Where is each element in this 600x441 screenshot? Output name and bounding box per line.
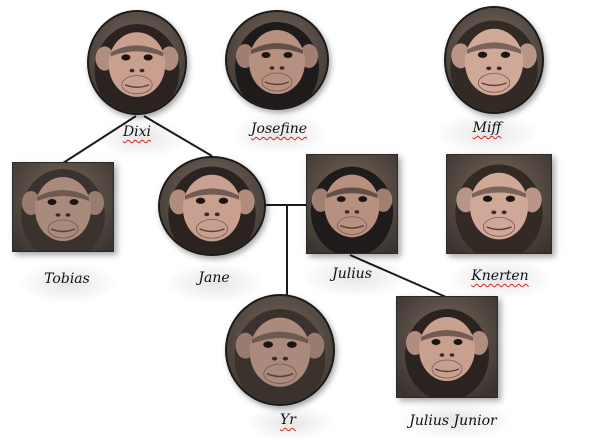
portrait-josefine: [225, 10, 329, 110]
label-shadow: [245, 405, 335, 441]
label-shadow: [18, 262, 118, 304]
line-julius-juniorl: [349, 254, 447, 298]
name-knerten: Knerten: [471, 268, 529, 284]
line-dixi-jane: [143, 115, 213, 157]
portrait-yr: [225, 294, 335, 406]
portrait-miff: [444, 6, 544, 114]
portrait-julius-junior: [396, 296, 498, 398]
portrait-tobias: [12, 162, 114, 252]
label-shadow: [230, 113, 330, 155]
label-shadow: [95, 118, 190, 158]
name-josefine: Josefine: [250, 121, 308, 137]
name-miff: Miff: [472, 120, 502, 136]
label-shadow: [165, 262, 265, 304]
portrait-julius: [306, 154, 398, 254]
portrait-knerten: [446, 154, 552, 254]
name-julius: Julius: [332, 266, 372, 282]
name-julius-junior: Julius Junior: [409, 413, 497, 429]
portrait-jane: [158, 156, 266, 256]
label-shadow: [395, 400, 515, 440]
name-tobias: Tobias: [44, 271, 90, 287]
name-jane: Jane: [198, 270, 230, 286]
portrait-dixi: [87, 10, 187, 115]
name-yr: Yr: [280, 412, 296, 428]
line-dixi-tobias: [59, 115, 137, 166]
name-dixi: Dixi: [122, 124, 152, 140]
label-shadow: [300, 256, 410, 298]
label-shadow: [445, 258, 555, 300]
label-shadow: [435, 113, 540, 155]
